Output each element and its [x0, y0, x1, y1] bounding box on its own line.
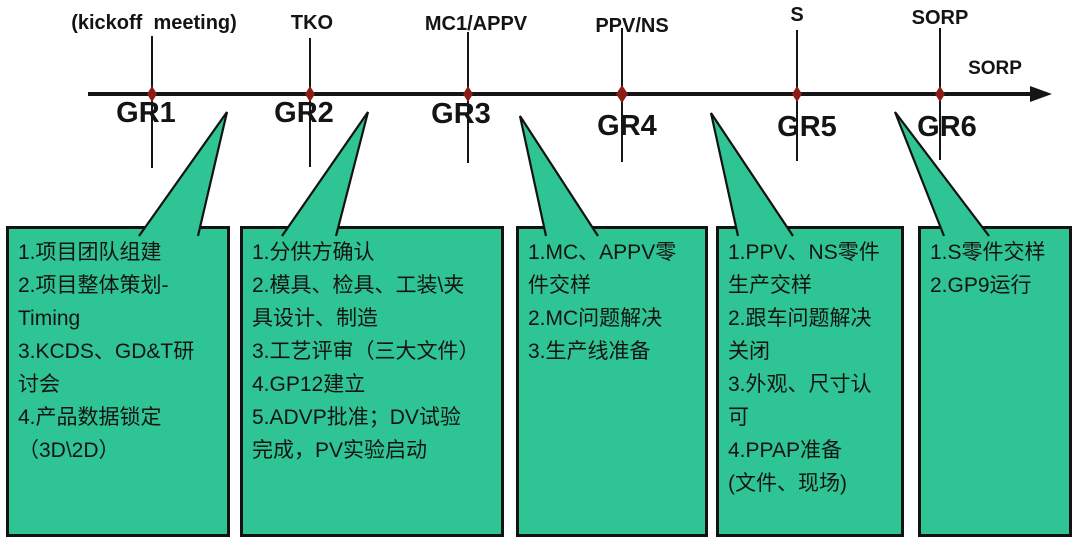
task-line: 1.项目团队组建 [18, 241, 162, 264]
callout-pointer-2-edge [281, 111, 370, 237]
task-line: (文件、现场) [728, 472, 847, 495]
milestone-label-sorp: SORP [911, 7, 969, 29]
gate-label-gr1: GR1 [116, 97, 176, 129]
task-line: 件交样 [528, 274, 591, 297]
gate-label-gr2: GR2 [274, 97, 334, 129]
task-line: Timing [18, 307, 81, 330]
timeline-arrowhead [1030, 86, 1052, 102]
milestone-label-mc1-appv: MC1/APPV [424, 13, 528, 35]
gate-marker-gr6 [935, 86, 945, 102]
task-line: 1.分供方确认 [252, 241, 375, 264]
task-line: 2.项目整体策划- [18, 274, 169, 297]
task-line: 5.ADVP批准；DV试验 [252, 406, 461, 429]
task-line: 2.MC问题解决 [528, 307, 663, 330]
phase-box-1: 1.项目团队组建 2.项目整体策划- Timing 3.KCDS、GD&T研讨会 4.产… [6, 226, 230, 537]
task-line: 3.工艺评审（三大文件） [252, 340, 480, 363]
callout-pointer-3-edge [518, 115, 599, 237]
task-line: 2.模具、检具、工装\夹 [252, 274, 465, 297]
callout-pointer-1 [139, 112, 227, 236]
phase-box-4: 1.PPV、NS零件生产交样 2.跟车问题解决关闭 3.外观、尺寸认可 4.PPAP准… [716, 226, 904, 537]
task-line: 3.外观、尺寸认 [728, 373, 872, 396]
gate-label-gr3: GR3 [431, 98, 491, 130]
task-line: 关闭 [728, 340, 770, 363]
task-line: 1.MC、APPV零 [528, 241, 677, 264]
phase-box-5: 1.S零件交样 2.GP9运行 [918, 226, 1072, 537]
callout-pointer-2 [282, 112, 368, 236]
task-line: 3.KCDS、GD&T研 [18, 340, 195, 363]
task-line: 4.PPAP准备 [728, 439, 842, 462]
task-line: 2.跟车问题解决 [728, 307, 872, 330]
milestone-label-s: S [790, 4, 804, 26]
phase-box-3: 1.MC、APPV零件交样 2.MC问题解决 3.生产线准备 [516, 226, 708, 537]
task-line: 4.产品数据锁定 [18, 406, 162, 429]
task-line: 具设计、制造 [252, 307, 378, 330]
phase-box-2: 1.分供方确认 2.模具、检具、工装\夹具设计、制造 3.工艺评审（三大文件） 4.G… [240, 226, 504, 537]
gate-label-gr5: GR5 [777, 111, 837, 143]
task-line: 4.GP12建立 [252, 373, 366, 396]
task-line: 1.PPV、NS零件 [728, 241, 880, 264]
task-line: （3D\2D） [18, 439, 120, 462]
task-line: 1.S零件交样 [930, 241, 1046, 264]
task-line: 3.生产线准备 [528, 340, 651, 363]
callout-pointer-1-edge [138, 111, 229, 237]
milestone-label-ppv-ns: PPV/NS [595, 15, 669, 37]
gate-label-gr6: GR6 [917, 111, 977, 143]
milestone-label-tko: TKO [290, 12, 334, 34]
task-line: 完成，PV实验启动 [252, 439, 428, 462]
gate-label-gr4: GR4 [597, 110, 657, 142]
task-line: 2.GP9运行 [930, 274, 1032, 297]
task-line: 生产交样 [728, 274, 812, 297]
task-line: 可 [728, 406, 749, 429]
gate-marker-gr4 [616, 85, 628, 103]
callout-pointer-3 [520, 116, 598, 236]
milestone-label-kickoff: (kickoff meeting) [71, 12, 237, 34]
axis-end-label-sorp: SORP [968, 58, 1022, 79]
task-line: 讨会 [18, 373, 60, 396]
gate-marker-gr5 [792, 86, 802, 102]
